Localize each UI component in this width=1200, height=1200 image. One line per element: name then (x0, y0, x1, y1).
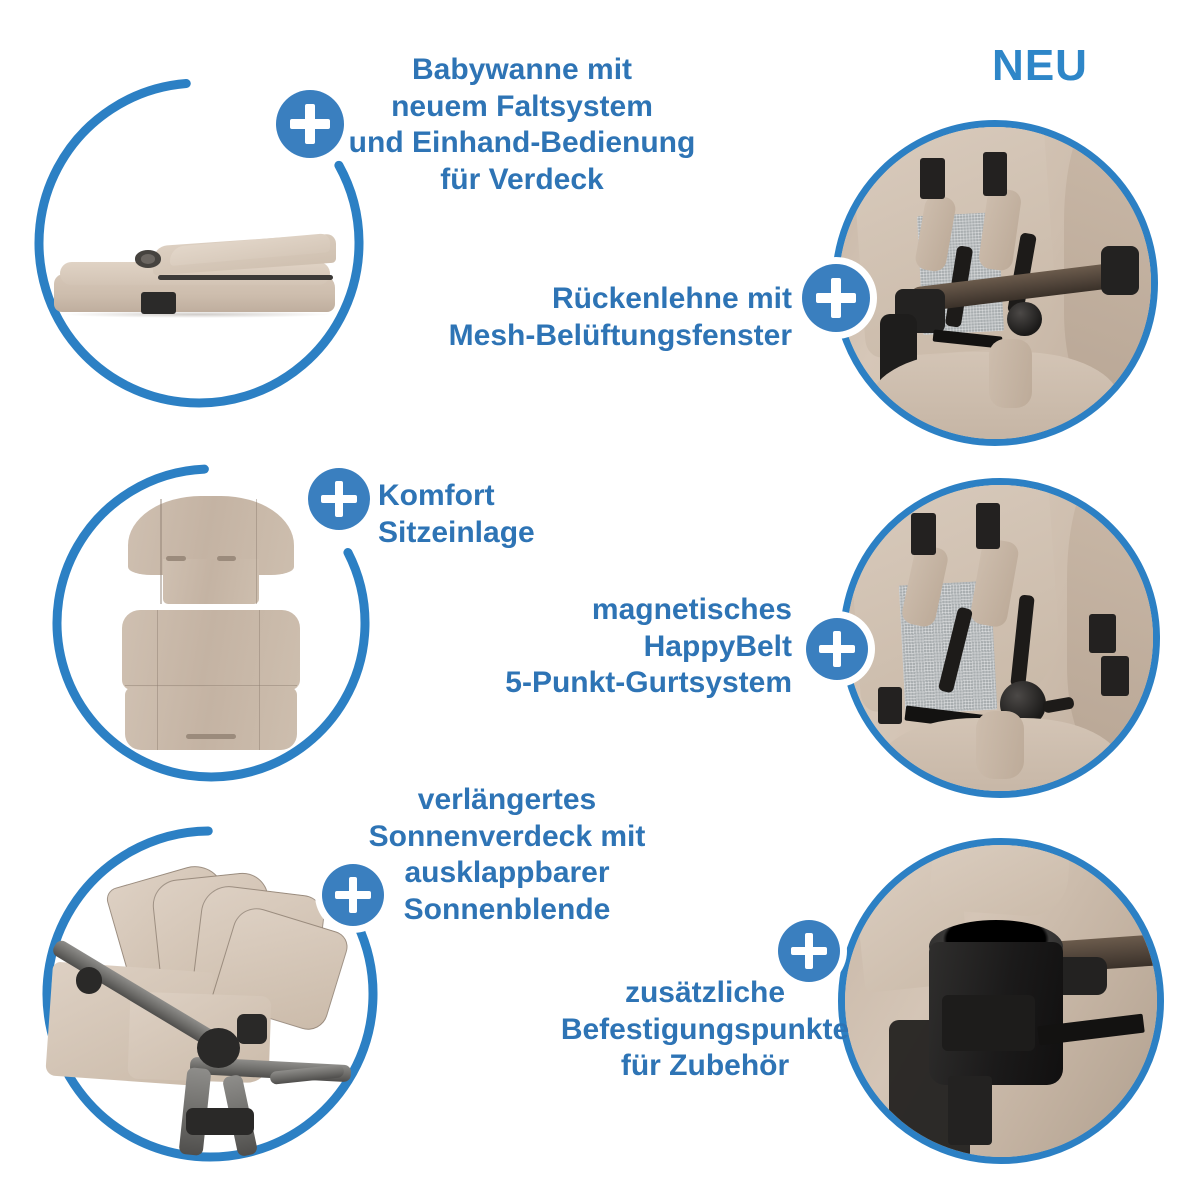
plus-icon-vertical-bar (831, 278, 841, 318)
new-badge-label: NEU (992, 41, 1088, 90)
plus-icon-mesh-backrest[interactable] (802, 264, 870, 332)
caption-happybelt-harness: magnetisches HappyBelt 5-Punkt-Gurtsyste… (505, 593, 792, 700)
caption-comfort-seat-insert: Komfort Sitzeinlage (378, 479, 535, 549)
caption-extended-canopy: verlängertes Sonnenverdeck mit ausklappb… (368, 783, 646, 926)
plus-icon-accessory-mounts[interactable] (778, 920, 840, 982)
caption-carrycot-fold: Babywanne mit neuem Faltsystem und Einha… (348, 53, 696, 196)
plus-icon-vertical-bar (348, 877, 358, 913)
plus-icon-vertical-bar (832, 631, 842, 667)
plus-icon-comfort-seat-insert[interactable] (308, 468, 370, 530)
plus-icon-carrycot-fold[interactable] (276, 90, 344, 158)
circle-outline-ring (52, 464, 370, 782)
comfort-seat-insert-photo (52, 464, 370, 782)
caption-mesh-backrest: Rückenlehne mit Mesh-Belüftungsfenster (448, 282, 792, 352)
magnetic-harness-photo (840, 478, 1160, 798)
circle-outline-ring (42, 826, 378, 1162)
plus-icon-vertical-bar (804, 933, 814, 969)
canopy-illustration (42, 826, 378, 1162)
folded-carrycot-photo (34, 78, 364, 408)
plus-icon-extended-canopy[interactable] (322, 864, 384, 926)
extended-sun-canopy-photo (42, 826, 378, 1162)
cup-holder-accessory-photo (838, 838, 1164, 1164)
plus-icon-vertical-bar (305, 104, 315, 144)
seat-insert-illustration (52, 464, 370, 782)
plus-icon-vertical-bar (334, 481, 344, 517)
plus-icon-happybelt-harness[interactable] (806, 618, 868, 680)
circle-outline-ring (34, 78, 364, 408)
cup-holder-illustration (845, 845, 1157, 1157)
seat-illustration (839, 127, 1151, 439)
carrycot-illustration (34, 78, 364, 408)
caption-accessory-mounts: zusätzliche Befestigungspunkte für Zubeh… (560, 976, 850, 1083)
seat-mesh-backrest-photo (832, 120, 1158, 446)
harness-illustration (847, 485, 1153, 791)
